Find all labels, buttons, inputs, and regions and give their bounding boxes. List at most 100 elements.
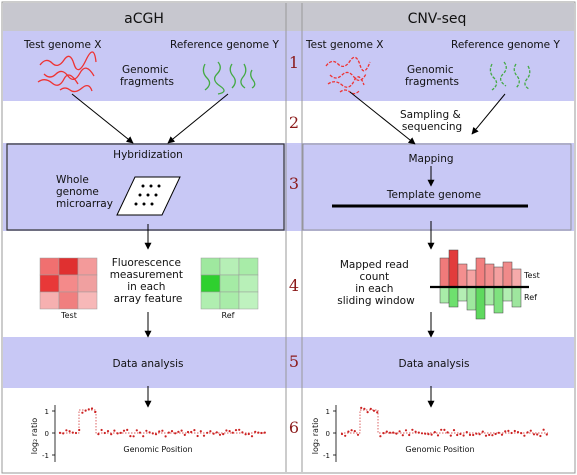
plot-point bbox=[90, 407, 94, 410]
plot-point bbox=[183, 433, 186, 436]
plot-point bbox=[414, 430, 417, 433]
plot-point bbox=[344, 434, 347, 437]
plot-point bbox=[417, 431, 420, 434]
acgh-arrow-test-to-hyb bbox=[71, 93, 134, 144]
plot-point bbox=[452, 429, 456, 432]
cnvseq-plot-xlabel: Genomic Position bbox=[405, 445, 474, 454]
cnvseq-step3-frame bbox=[302, 143, 572, 231]
plot-point bbox=[504, 430, 507, 433]
plot-point bbox=[177, 430, 180, 433]
plot-point bbox=[379, 435, 382, 438]
cnvseq-ref-fragments bbox=[489, 61, 531, 91]
plot-point bbox=[199, 430, 202, 433]
plot-point bbox=[427, 433, 430, 436]
svg-text:-1: -1 bbox=[323, 452, 330, 460]
cnvseq-plot: 1 0 -1 log₂ ratio Genomic Position bbox=[311, 405, 548, 462]
plot-point bbox=[151, 432, 154, 435]
band-step-3 bbox=[3, 143, 574, 231]
plot-point bbox=[228, 430, 231, 433]
plot-point bbox=[100, 428, 103, 432]
plot-point bbox=[376, 411, 379, 414]
step-number-3: 3 bbox=[289, 174, 299, 193]
plot-point bbox=[363, 407, 366, 410]
cnvseq-test-label: Test bbox=[523, 271, 540, 280]
plot-point bbox=[180, 429, 183, 432]
plot-point bbox=[161, 429, 164, 432]
plot-point bbox=[398, 430, 401, 433]
plot-point bbox=[494, 432, 497, 436]
acgh-plot-xlabel: Genomic Position bbox=[123, 445, 192, 454]
plot-point bbox=[366, 411, 369, 414]
plot-point bbox=[97, 433, 100, 436]
plot-point bbox=[209, 430, 212, 433]
plot-point bbox=[507, 429, 510, 432]
plot-point bbox=[193, 429, 196, 432]
plot-point bbox=[456, 433, 459, 437]
plot-point bbox=[119, 431, 122, 434]
cnvseq-arrow-ref-to-mapping bbox=[471, 93, 506, 135]
plot-point bbox=[449, 434, 452, 437]
plot-point bbox=[356, 433, 360, 436]
plot-point bbox=[113, 429, 116, 432]
plot-point bbox=[164, 435, 167, 438]
plot-point bbox=[532, 433, 536, 436]
acgh-test-fragments bbox=[37, 51, 97, 93]
plot-point bbox=[222, 433, 225, 436]
step-number-6: 6 bbox=[289, 418, 299, 437]
step-number-4: 4 bbox=[289, 276, 299, 295]
plot-point bbox=[481, 430, 484, 433]
band-step-5 bbox=[3, 337, 574, 388]
cnvseq-mapping-label: Mapping bbox=[408, 153, 453, 165]
plot-point bbox=[545, 433, 548, 436]
acgh-fluorescence-label: Fluorescence measurement in each array f… bbox=[110, 257, 187, 305]
acgh-fragments-label: Genomic fragments bbox=[120, 64, 174, 88]
plot-point bbox=[135, 429, 138, 432]
cnvseq-plot-ylabel: log₂ ratio bbox=[311, 418, 320, 454]
acgh-data-analysis-label: Data analysis bbox=[113, 358, 184, 370]
cnvseq-data-analysis-label: Data analysis bbox=[399, 358, 470, 370]
plot-point bbox=[129, 435, 132, 438]
plot-point bbox=[353, 430, 356, 433]
plot-point bbox=[138, 431, 142, 434]
acgh-reference-genome-label: Reference genome Y bbox=[170, 39, 279, 51]
plot-point bbox=[263, 431, 266, 434]
plot-point bbox=[542, 428, 545, 431]
plot-point bbox=[132, 435, 135, 438]
plot-point bbox=[340, 432, 344, 436]
acgh-title: aCGH bbox=[124, 11, 164, 27]
plot-point bbox=[218, 433, 222, 436]
plot-point bbox=[385, 430, 388, 433]
plot-point bbox=[440, 428, 443, 431]
plot-point bbox=[142, 435, 145, 438]
cnvseq-test-genome-label: Test genome X bbox=[305, 39, 383, 51]
plot-point bbox=[260, 431, 263, 435]
plot-point bbox=[491, 434, 494, 437]
plot-point bbox=[154, 433, 158, 436]
plot-point bbox=[250, 435, 254, 438]
microarray-chip bbox=[116, 176, 181, 216]
acgh-ref-fragments bbox=[202, 61, 256, 95]
plot-point bbox=[174, 432, 177, 435]
plot-point bbox=[186, 430, 190, 434]
acgh-microarray-label: Whole genome microarray bbox=[56, 174, 113, 210]
plot-point bbox=[484, 434, 488, 437]
acgh-test-grid-label: Test bbox=[60, 311, 77, 320]
plot-point bbox=[523, 434, 526, 437]
plot-point bbox=[500, 433, 504, 436]
plot-point bbox=[68, 430, 71, 433]
plot-point bbox=[247, 432, 250, 436]
plot-point bbox=[110, 433, 113, 436]
plot-point bbox=[116, 432, 119, 435]
acgh-ref-grid bbox=[200, 257, 259, 310]
plot-point bbox=[65, 429, 68, 432]
svg-text:1: 1 bbox=[326, 408, 330, 416]
plot-point bbox=[360, 406, 363, 409]
plot-point bbox=[472, 433, 475, 437]
acgh-plot: 1 0 -1 log₂ ratio Genomic Position bbox=[30, 405, 266, 462]
plot-point bbox=[536, 433, 539, 436]
plot-point bbox=[513, 429, 516, 433]
cnvseq-fragments-label: Genomic fragments bbox=[405, 64, 459, 88]
plot-point bbox=[468, 433, 472, 436]
plot-point bbox=[62, 432, 65, 435]
